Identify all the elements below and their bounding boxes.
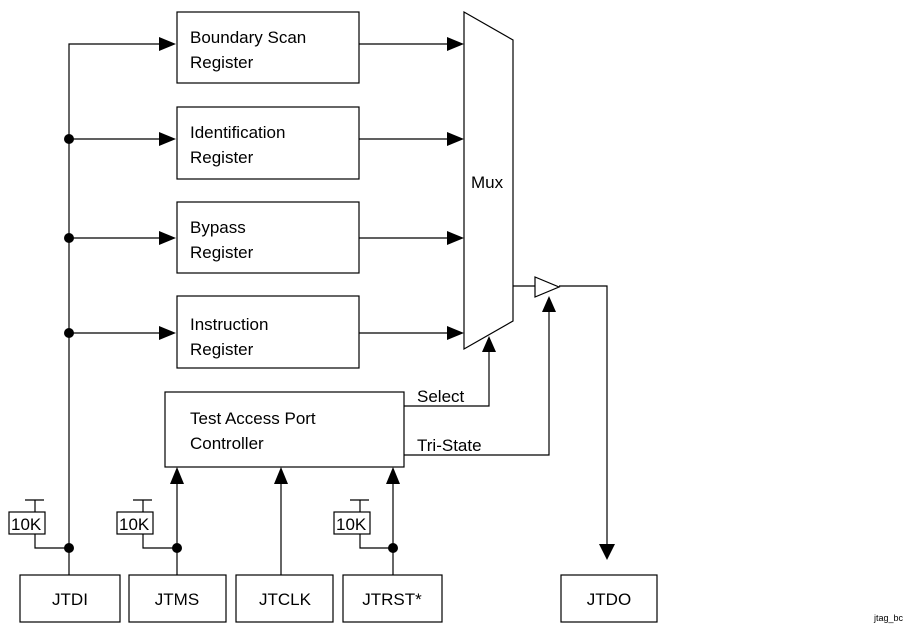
pullup-resistor-jtms: 10K — [116, 499, 182, 575]
boundary-scan-register-label-line2: Register — [190, 53, 254, 72]
resistor-value-label: 10K — [119, 515, 150, 534]
jtdi-bus — [64, 37, 176, 548]
instruction-register-label-line1: Instruction — [190, 315, 268, 334]
bypass-register-label-line1: Bypass — [190, 218, 246, 237]
tap-controller-label-line1: Test Access Port — [190, 409, 316, 428]
register-to-mux-wires — [359, 37, 464, 340]
arrow-to-jtdo — [599, 544, 615, 560]
mux-label: Mux — [471, 173, 504, 192]
resistor-value-label: 10K — [336, 515, 367, 534]
instruction-register-label-line2: Register — [190, 340, 254, 359]
bypass-register: Bypass Register — [176, 201, 360, 274]
tri-state-buffer — [534, 276, 561, 298]
resistor-value-label: 10K — [11, 515, 42, 534]
arrow-to-instruction — [159, 326, 176, 340]
boundary-scan-register-label-line1: Boundary Scan — [190, 28, 306, 47]
pin-jtclk-label: JTCLK — [259, 590, 312, 609]
pin-jtdi-label: JTDI — [52, 590, 88, 609]
arrow-tristate-to-buffer — [542, 296, 556, 312]
tap-controller: Test Access Port Controller — [164, 391, 405, 468]
pin-jtdo-label: JTDO — [587, 590, 631, 609]
junction-dot — [64, 134, 74, 144]
pullup-resistor-jtrst: 10K — [333, 499, 398, 575]
boundary-scan-register: Boundary Scan Register — [176, 11, 360, 84]
pin-jtrst-label: JTRST* — [362, 590, 422, 609]
arrow-to-identification — [159, 132, 176, 146]
junction-dot — [64, 233, 74, 243]
pullup-resistor-jtdi: 10K — [8, 499, 74, 575]
select-signal-label: Select — [417, 387, 465, 406]
pin-jtms-label: JTMS — [155, 590, 199, 609]
arrow-to-boundary-scan — [159, 37, 176, 51]
identification-register-label-line2: Register — [190, 148, 254, 167]
arrow-jtclk-to-tap — [274, 467, 288, 484]
tap-inputs — [170, 467, 400, 575]
figure-tag: jtag_bc — [873, 613, 904, 623]
junction-dot — [64, 328, 74, 338]
pin-jtms: JTMS — [128, 574, 227, 623]
pin-jtclk: JTCLK — [235, 574, 334, 623]
arrow-jtrst-to-tap — [386, 467, 400, 484]
output-path — [513, 276, 615, 560]
control-signals: Select Tri-State — [404, 296, 556, 456]
pin-jtdi: JTDI — [19, 574, 121, 623]
arrow-jtms-to-tap — [170, 467, 184, 484]
pin-jtdo: JTDO — [560, 574, 658, 623]
pin-jtrst: JTRST* — [342, 574, 443, 623]
identification-register-label-line1: Identification — [190, 123, 285, 142]
instruction-register: Instruction Register — [176, 295, 360, 369]
bypass-register-label-line2: Register — [190, 243, 254, 262]
tri-state-signal-label: Tri-State — [417, 436, 482, 455]
mux: Mux — [463, 10, 514, 351]
arrow-to-bypass — [159, 231, 176, 245]
tap-controller-label-line2: Controller — [190, 434, 264, 453]
arrow-select-to-mux — [482, 336, 496, 352]
identification-register: Identification Register — [176, 106, 360, 180]
